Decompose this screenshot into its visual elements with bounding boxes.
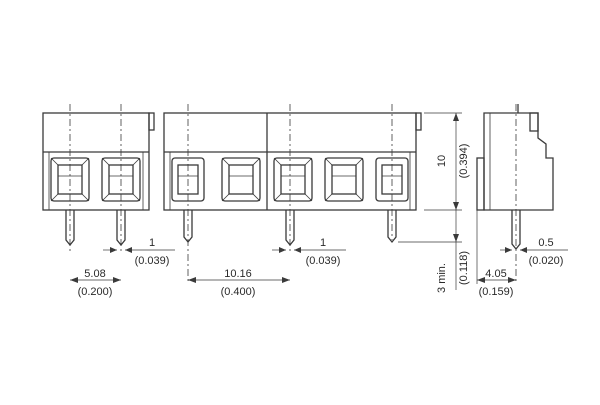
pin-offset-value: 4.05 (485, 268, 506, 280)
middle-pin-width-value: 1 (320, 237, 326, 249)
pin-length-alt: (0.118) (458, 251, 470, 285)
pin (65, 210, 75, 247)
pin (183, 210, 193, 244)
middle-pitch-value: 10.16 (224, 268, 252, 280)
pin-thickness-dimension: 0.5 (0.020) (500, 237, 568, 267)
side-view-outline (483, 112, 554, 211)
middle-pin-width-dimension: 1 (0.039) (272, 237, 346, 267)
left-pitch-alt: (0.200) (78, 286, 113, 298)
pin (285, 210, 295, 247)
pin-thickness-alt: (0.020) (529, 255, 564, 267)
pin (387, 210, 397, 244)
five-pole-terminal-block (163, 104, 422, 282)
two-pole-terminal-block (42, 104, 155, 252)
side-view (476, 104, 554, 282)
clamp-window (273, 157, 313, 202)
left-pitch-dimension: 5.08 (0.200) (70, 268, 121, 298)
left-pin-width-value: 1 (149, 237, 155, 249)
pin-thickness-value: 0.5 (538, 237, 553, 249)
pin-offset-dimension: 4.05 (0.159) (476, 210, 516, 298)
height-value: 10 (436, 155, 448, 167)
pin-offset-alt: (0.159) (479, 286, 514, 298)
side-pin (511, 210, 521, 251)
pin-length-dimension: 3 min. (0.118) (398, 210, 470, 293)
side-latch (529, 112, 539, 132)
height-dimension: 10 (0.394) (424, 112, 470, 211)
middle-pitch-dimension: 10.16 (0.400) (188, 268, 290, 298)
middle-pin-width-alt: (0.039) (306, 255, 341, 267)
height-alt: (0.394) (458, 144, 470, 179)
middle-pitch-alt: (0.400) (221, 286, 256, 298)
pin-length-value: 3 min. (436, 263, 448, 293)
left-pitch-value: 5.08 (84, 268, 105, 280)
left-pin-width-dimension: 1 (0.039) (103, 237, 175, 267)
two-pole-body (42, 112, 150, 211)
two-pole-latch (148, 112, 155, 131)
side-flange (476, 157, 485, 211)
clamp-window (221, 157, 261, 202)
pin (116, 210, 126, 247)
left-pin-width-alt: (0.039) (135, 255, 170, 267)
five-pole-latch (415, 112, 422, 131)
clamp-window (324, 157, 364, 202)
